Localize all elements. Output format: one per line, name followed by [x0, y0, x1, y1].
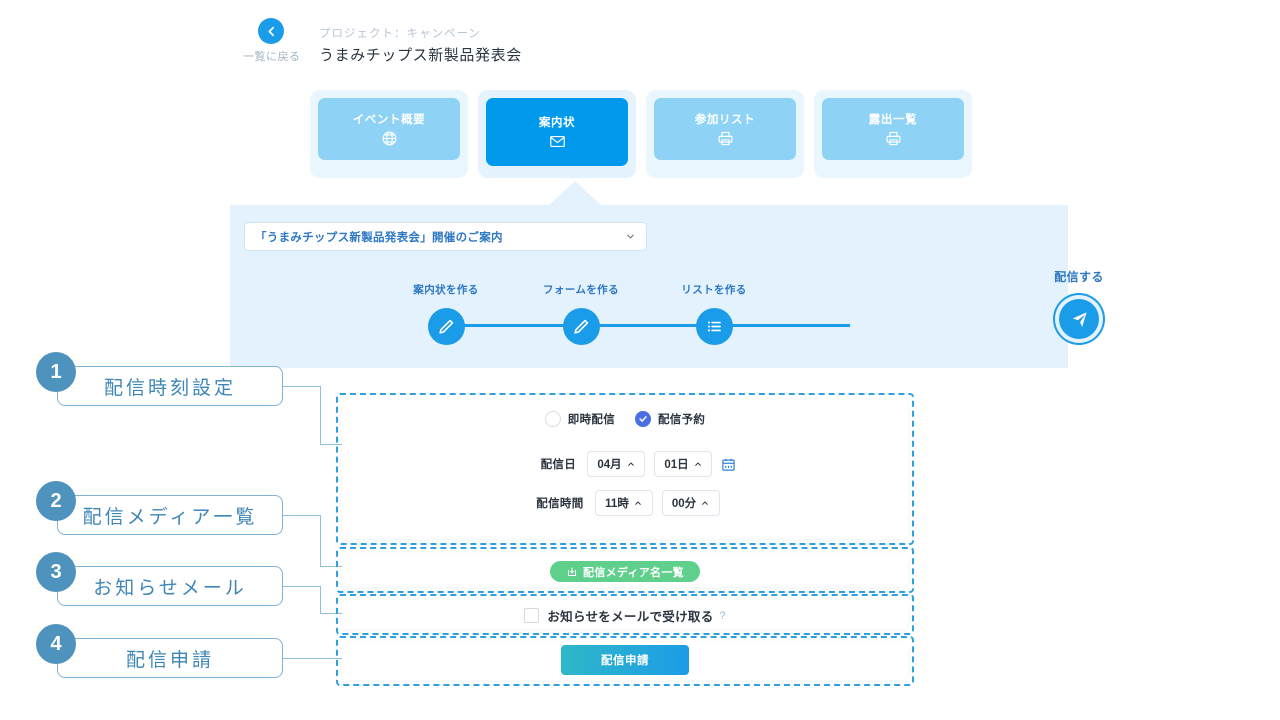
- help-icon[interactable]: ?: [719, 609, 726, 622]
- media-name-list-label: 配信メディア名一覧: [583, 566, 684, 579]
- delivery-date-label: 配信日: [540, 459, 576, 471]
- chevron-down-icon: [625, 231, 636, 242]
- back-to-list-label: 一覧に戻る: [243, 51, 301, 63]
- step-label: 案内状を作る: [413, 284, 479, 296]
- radio-circle-icon: [544, 411, 561, 427]
- radio-checked-icon: [635, 411, 651, 427]
- radio-scheduled-delivery[interactable]: 配信予約: [635, 411, 705, 427]
- delivery-mode-radio-group: 即時配信 配信予約: [338, 411, 912, 427]
- connector-2c: [320, 566, 342, 567]
- day-value: 01日: [664, 459, 689, 471]
- back-to-list-button[interactable]: 一覧に戻る: [243, 18, 301, 64]
- invitation-select-value: 「うまみチップス新製品発表会」開催のご案内: [255, 231, 503, 244]
- pencil-icon: [562, 308, 600, 345]
- breadcrumb-project: プロジェクト：キャンペーン: [319, 28, 481, 40]
- step-label: 配信する: [1054, 270, 1104, 284]
- download-icon: [566, 566, 578, 578]
- connector-1a: [283, 386, 320, 387]
- notice-mail-section: お知らせをメールで受け取る ?: [336, 594, 914, 635]
- radio-label: 配信予約: [658, 414, 706, 426]
- annotation-box: 配信時刻設定: [57, 366, 283, 406]
- annotation-number: 4: [36, 624, 76, 664]
- invitation-select[interactable]: 「うまみチップス新製品発表会」開催のご案内: [244, 222, 647, 251]
- connector-4a: [283, 658, 342, 659]
- printer-icon: [717, 130, 734, 147]
- tab-bar: イベント概要 案内状 参加リスト: [310, 90, 972, 178]
- list-icon: [695, 308, 733, 345]
- calendar-icon[interactable]: [721, 457, 736, 472]
- minute-value: 00分: [671, 498, 697, 510]
- notice-mail-card: [342, 600, 908, 629]
- annotation-label: 配信メディア一覧: [82, 506, 258, 528]
- chevron-left-icon: [258, 18, 284, 44]
- step-label: フォームを作る: [543, 284, 619, 296]
- annotation-number: 2: [36, 481, 76, 521]
- connector-3b: [320, 586, 321, 613]
- notice-checkbox-row[interactable]: お知らせをメールで受け取る ?: [338, 606, 912, 625]
- annotation-label: 配信時刻設定: [103, 377, 236, 399]
- tab-label: イベント概要: [352, 114, 426, 126]
- invitation-panel: 「うまみチップス新製品発表会」開催のご案内 案内状を作る フォームを作る リス: [230, 205, 1103, 368]
- day-stepper[interactable]: 01日: [654, 451, 712, 477]
- annotation-number: 1: [36, 352, 76, 392]
- annotation-label: 配信申請: [125, 649, 214, 671]
- workflow-stepper: 案内状を作る フォームを作る リストを作る 配信する: [230, 260, 1103, 368]
- tab-event-overview[interactable]: イベント概要: [310, 90, 468, 178]
- step-create-form[interactable]: フォームを作る: [526, 282, 636, 345]
- hour-value: 11時: [605, 498, 629, 510]
- connector-2a: [283, 515, 320, 516]
- schedule-section: 即時配信 配信予約 配信日 04月 01日 配: [336, 393, 914, 545]
- envelope-icon: [549, 133, 566, 150]
- connector-1c: [320, 444, 342, 445]
- hour-stepper[interactable]: 11時: [594, 490, 653, 516]
- tab-invitation[interactable]: 案内状: [478, 90, 636, 178]
- connector-1b: [320, 386, 321, 444]
- connector-3a: [283, 586, 320, 587]
- media-name-list-button[interactable]: 配信メディア名一覧: [550, 561, 700, 582]
- step-create-list[interactable]: リストを作る: [659, 282, 769, 345]
- step-label: リストを作る: [681, 284, 747, 296]
- notice-checkbox[interactable]: [524, 608, 540, 623]
- media-list-section: 配信メディア名一覧: [336, 547, 914, 593]
- delivery-date-row: 配信日 04月 01日: [338, 451, 912, 477]
- tab-exposure-list[interactable]: 露出一覧: [814, 90, 972, 178]
- stepper-track: [446, 324, 850, 327]
- annotation-box: お知らせメール: [57, 566, 283, 606]
- annotation-box: 配信メディア一覧: [57, 495, 283, 535]
- connector-2b: [320, 515, 321, 566]
- step-create-invitation[interactable]: 案内状を作る: [391, 282, 501, 345]
- connector-3c: [320, 613, 342, 614]
- active-tab-pointer: [548, 181, 602, 206]
- annotation-label: お知らせメール: [93, 577, 247, 599]
- minute-stepper[interactable]: 00分: [661, 490, 720, 516]
- tab-label: 露出一覧: [868, 114, 918, 126]
- delivery-time-row: 配信時間 11時 00分: [338, 490, 912, 516]
- annotation-box: 配信申請: [57, 638, 283, 678]
- submit-section: 配信申請: [336, 636, 914, 686]
- send-icon: [1059, 299, 1099, 339]
- tab-label: 参加リスト: [694, 114, 756, 126]
- month-value: 04月: [597, 459, 622, 471]
- annotation-number: 3: [36, 552, 76, 592]
- radio-immediate-delivery[interactable]: 即時配信: [544, 411, 615, 427]
- delivery-time-label: 配信時間: [536, 498, 584, 510]
- page-title: うまみチップス新製品発表会: [319, 47, 522, 64]
- radio-label: 即時配信: [567, 414, 615, 426]
- submit-delivery-request-button[interactable]: 配信申請: [561, 645, 689, 675]
- printer-icon: [885, 130, 902, 147]
- tab-label: 案内状: [538, 117, 576, 129]
- step-send[interactable]: 配信する: [1024, 268, 1134, 339]
- pencil-icon: [427, 308, 465, 345]
- notice-checkbox-label: お知らせをメールで受け取る: [547, 610, 714, 624]
- tab-participant-list[interactable]: 参加リスト: [646, 90, 804, 178]
- globe-icon: [381, 130, 398, 147]
- month-stepper[interactable]: 04月: [587, 451, 645, 477]
